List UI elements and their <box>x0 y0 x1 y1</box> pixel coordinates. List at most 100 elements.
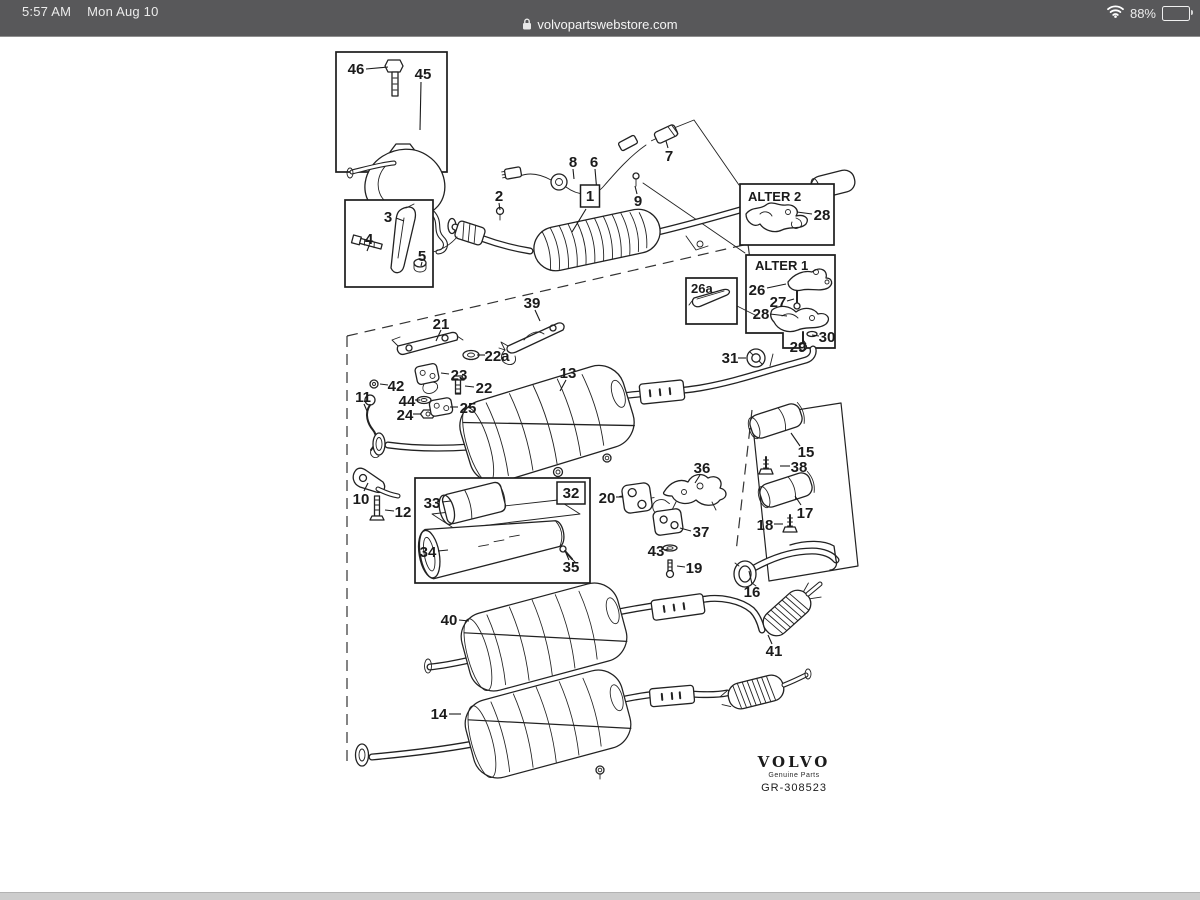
callout-lead-7 <box>665 140 669 149</box>
callout-lead-39 <box>534 309 541 322</box>
callout-lead-8 <box>572 168 575 180</box>
callout-box-1 <box>579 184 601 208</box>
address-bar[interactable]: volvopartswebstore.com <box>0 17 1200 33</box>
callout-39: 39 <box>524 295 541 312</box>
callout-lead-42 <box>379 383 389 386</box>
oxygen-sensor <box>651 124 679 144</box>
callout-lead-37 <box>679 527 692 532</box>
callout-14: 14 <box>431 706 448 723</box>
status-left: 5:57 AM Mon Aug 10 <box>22 4 159 19</box>
callout-lead-12 <box>384 509 395 512</box>
callout-27: 27 <box>770 294 787 311</box>
callout-15: 15 <box>798 444 815 461</box>
bracket-21 <box>391 331 464 356</box>
callout-16: 16 <box>744 584 761 601</box>
callout-23: 23 <box>451 367 468 384</box>
callout-34: 34 <box>420 544 437 561</box>
callout-22a: 22a <box>484 348 510 365</box>
bracket-36 <box>662 473 727 511</box>
resonator-41 <box>762 582 822 637</box>
oval-tip-34 <box>417 520 565 580</box>
callout-29: 29 <box>790 339 807 356</box>
callout-lead-1 <box>571 208 587 233</box>
callout-lead-34 <box>437 549 449 552</box>
callout-19: 19 <box>686 560 703 577</box>
bolt-12 <box>369 495 385 521</box>
callout-18: 18 <box>757 517 774 534</box>
pipe-shield-13 <box>638 379 686 405</box>
status-bar: 5:57 AM Mon Aug 10 88% <box>0 0 1200 37</box>
round-tip-33 <box>438 481 507 526</box>
callout-12: 12 <box>395 504 412 521</box>
callout-lead-16 <box>748 570 753 585</box>
callout-lead-4 <box>366 245 370 252</box>
callout-37: 37 <box>693 524 710 541</box>
callout-lead-33 <box>441 500 452 503</box>
callout-lead-5 <box>420 261 423 267</box>
screw-35 <box>559 545 576 563</box>
flex-joint <box>454 220 486 246</box>
muffler-40-assembly <box>424 576 823 698</box>
callout-lead-21 <box>435 329 442 342</box>
rubber-hanger-20 <box>619 482 655 514</box>
callout-42: 42 <box>388 378 405 395</box>
callout-alter-2: ALTER 2 <box>748 189 801 204</box>
resonator-14-tail <box>719 674 785 710</box>
battery-percent-text: 88% <box>1129 5 1156 21</box>
inset-box-bracket <box>344 199 458 288</box>
pipe-shield-14 <box>648 684 696 708</box>
right-tips-group <box>733 400 859 588</box>
callout-36: 36 <box>694 460 711 477</box>
bolt-22 <box>451 375 465 395</box>
callout-38: 38 <box>791 459 808 476</box>
date-text: Mon Aug 10 <box>87 4 159 19</box>
callout-28: 28 <box>814 207 831 224</box>
rubber-hanger-37 <box>652 499 684 536</box>
callout-lead-27 <box>786 298 795 302</box>
callout-13: 13 <box>560 365 577 382</box>
callout-45: 45 <box>415 66 432 83</box>
callout-4: 4 <box>365 231 374 248</box>
callout-2: 2 <box>495 188 503 205</box>
callout-3: 3 <box>384 209 392 226</box>
callout-lead-41 <box>767 634 773 645</box>
callout-lead-43 <box>663 548 670 551</box>
callout-10: 10 <box>353 491 370 508</box>
callout-lead-13 <box>559 379 567 392</box>
oxygen-sensor-wiring <box>501 124 679 195</box>
muffler-13-assembly <box>372 345 817 490</box>
inset-box-26a <box>685 277 758 325</box>
brand-block: VOLVO Genuine Parts GR-308523 <box>752 753 836 794</box>
wifi-icon <box>1107 5 1124 21</box>
callout-lead-3 <box>395 217 405 222</box>
callout-lead-45 <box>419 81 422 131</box>
brand-tagline: Genuine Parts <box>768 772 820 779</box>
callout-lead-28 <box>796 211 813 215</box>
rubber-hanger-23 <box>414 363 440 385</box>
callout-21: 21 <box>433 316 450 333</box>
callout-lead-23 <box>440 372 450 375</box>
hardware-cluster <box>369 349 480 419</box>
callout-26: 26 <box>749 282 766 299</box>
callout-box-32 <box>556 481 586 505</box>
rubber-hanger-25 <box>428 397 454 417</box>
volvo-logo: VOLVO <box>757 753 831 771</box>
callout-25: 25 <box>460 400 477 417</box>
callout-33: 33 <box>424 495 441 512</box>
callout-lead-15 <box>790 432 801 447</box>
alternate-reference-lines <box>642 119 746 254</box>
bolt-19 <box>665 559 675 579</box>
callout-41: 41 <box>766 643 783 660</box>
status-right: 88% <box>1107 5 1193 21</box>
callout-20: 20 <box>599 490 616 507</box>
callout-lead-30 <box>811 334 820 337</box>
callout-7: 7 <box>665 148 673 165</box>
url-text[interactable]: volvopartswebstore.com <box>537 17 678 32</box>
callout-lead-35 <box>565 552 570 561</box>
pipe-shield-40 <box>650 593 706 621</box>
callout-lead-29 <box>802 339 807 345</box>
bottom-edge-bar <box>0 892 1200 900</box>
